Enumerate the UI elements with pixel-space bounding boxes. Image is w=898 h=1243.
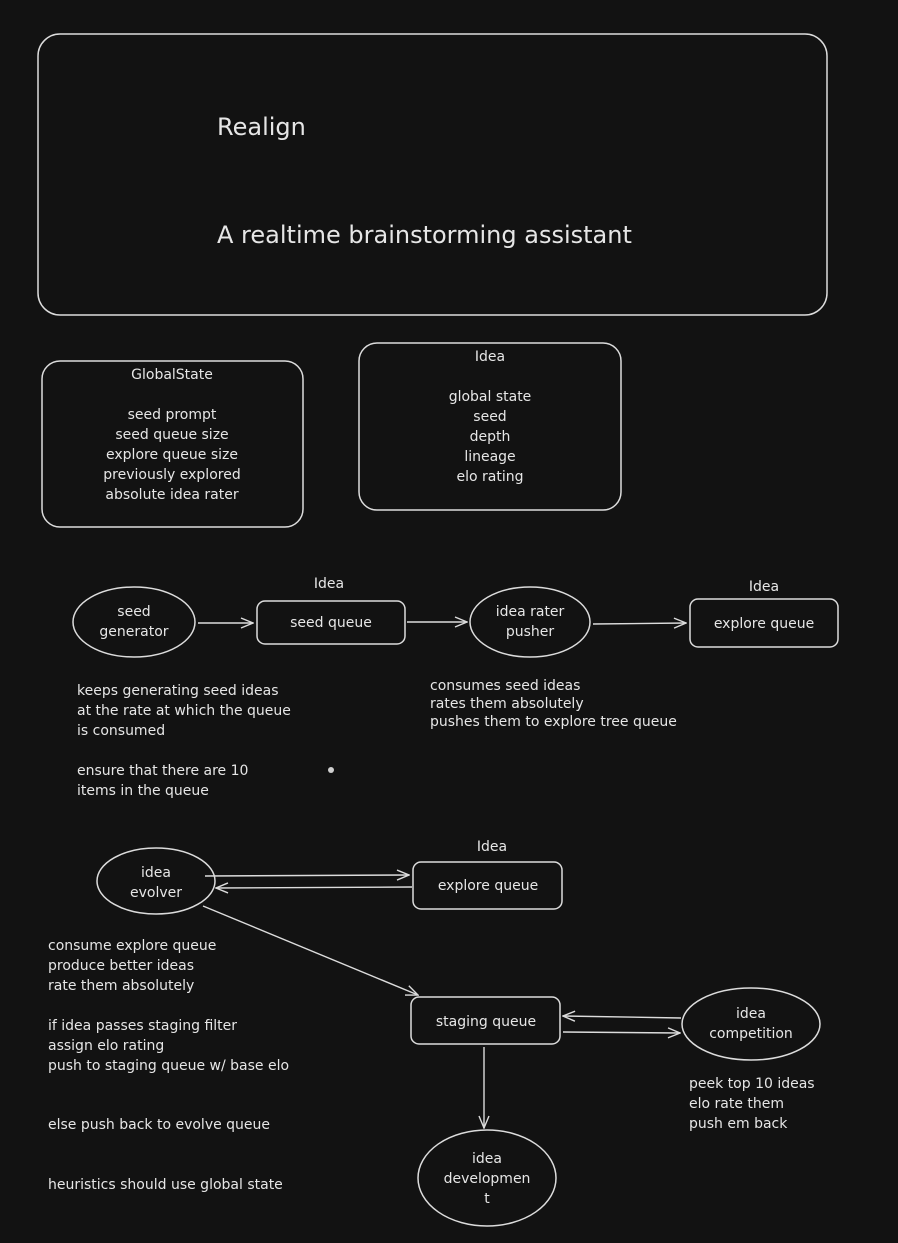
stray-dot	[328, 767, 334, 773]
seed-queue-type-label: Idea	[314, 576, 344, 592]
explore-queue-node	[689, 598, 839, 648]
arrow-evolver-to-explore-queue	[204, 875, 409, 876]
seed-generator-label: seed	[117, 604, 150, 620]
arrow-evolver-to-staging-queue	[202, 905, 418, 995]
seed-queue-node	[256, 600, 406, 645]
generator-note: ensure that there are 10	[77, 763, 248, 779]
global-state-field: absolute idea rater	[105, 487, 238, 503]
evolver-note: rate them absolutely	[48, 978, 194, 994]
idea-evolver-node	[96, 847, 216, 915]
idea-field: depth	[470, 429, 511, 445]
idea-field: lineage	[464, 449, 515, 465]
rater-note: pushes them to explore tree queue	[430, 714, 677, 730]
evolver-note: produce better ideas	[48, 958, 194, 974]
generator-note: at the rate at which the queue	[77, 703, 291, 719]
global-state-field: previously explored	[103, 467, 240, 483]
evolver-note: assign elo rating	[48, 1038, 164, 1054]
global-state-field: seed prompt	[128, 407, 217, 423]
evolver-note: consume explore queue	[48, 938, 216, 954]
generator-note: is consumed	[77, 723, 165, 739]
staging-queue-label: staging queue	[436, 1014, 536, 1030]
evolver-note: push to staging queue w/ base elo	[48, 1058, 289, 1074]
generator-note: keeps generating seed ideas	[77, 683, 279, 699]
explore-queue-label: explore queue	[714, 616, 814, 632]
competition-note: push em back	[689, 1116, 788, 1132]
evolver-note: heuristics should use global state	[48, 1177, 283, 1193]
idea-evolver-label: evolver	[130, 885, 182, 901]
app-title: Realign	[217, 113, 306, 141]
arrow-competition-to-staging-queue	[563, 1016, 682, 1018]
global-state-title: GlobalState	[131, 367, 213, 383]
explore-queue-node-2	[412, 861, 563, 910]
competition-note: peek top 10 ideas	[689, 1076, 815, 1092]
rater-note: consumes seed ideas	[430, 678, 580, 694]
arrow-explore-queue-to-evolver	[216, 887, 413, 888]
header-box	[37, 33, 828, 316]
idea-field: seed	[473, 409, 506, 425]
competition-note: elo rate them	[689, 1096, 784, 1112]
evolver-note: else push back to evolve queue	[48, 1117, 270, 1133]
idea-box	[358, 342, 622, 511]
generator-note: items in the queue	[77, 783, 209, 799]
idea-competition-label: idea	[736, 1006, 766, 1022]
explore-queue-type-label: Idea	[749, 579, 779, 595]
idea-box-title: Idea	[475, 349, 505, 365]
arrow-rater-to-explore-queue	[592, 623, 686, 624]
idea-development-node	[417, 1129, 557, 1227]
idea-competition-node	[681, 987, 821, 1061]
idea-rater-pusher-label: pusher	[506, 624, 555, 640]
app-subtitle: A realtime brainstorming assistant	[217, 221, 632, 249]
idea-development-label: t	[484, 1191, 490, 1207]
idea-rater-pusher-node	[469, 586, 591, 658]
explore-queue-label-2: explore queue	[438, 878, 538, 894]
idea-field: global state	[449, 389, 532, 405]
global-state-field: seed queue size	[115, 427, 228, 443]
seed-generator-node	[72, 586, 196, 658]
idea-field: elo rating	[457, 469, 524, 485]
idea-evolver-label: idea	[141, 865, 171, 881]
idea-development-label: developmen	[444, 1171, 531, 1187]
seed-generator-label: generator	[99, 624, 168, 640]
seed-queue-label: seed queue	[290, 615, 372, 631]
staging-queue-node	[410, 996, 561, 1045]
idea-development-label: idea	[472, 1151, 502, 1167]
idea-rater-pusher-label: idea rater	[496, 604, 565, 620]
global-state-field: explore queue size	[106, 447, 238, 463]
arrow-staging-queue-to-competition	[562, 1032, 680, 1033]
rater-note: rates them absolutely	[430, 696, 584, 712]
evolver-note: if idea passes staging filter	[48, 1018, 237, 1034]
global-state-box	[41, 360, 304, 528]
explore-queue-type-label-2: Idea	[477, 839, 507, 855]
idea-competition-label: competition	[709, 1026, 793, 1042]
